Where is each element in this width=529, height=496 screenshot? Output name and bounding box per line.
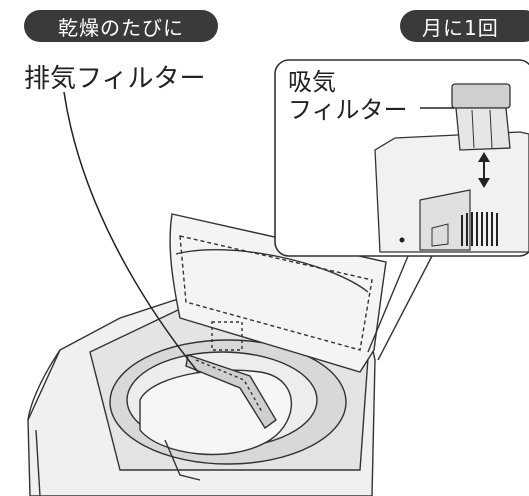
exhaust-filter-leader [63,91,199,373]
monthly-badge: 月に1回 [400,10,529,42]
intake-filter-label-line1: 吸気 [288,68,336,96]
callout-lines [367,255,433,361]
intake-filter-label-line2: フィルター [288,96,408,124]
exhaust-filter-label: 排気フィルター [24,64,206,94]
intake-filter-inset [274,59,529,257]
washer-body [27,213,387,496]
after-drying-badge: 乾燥のたびに [24,10,218,42]
